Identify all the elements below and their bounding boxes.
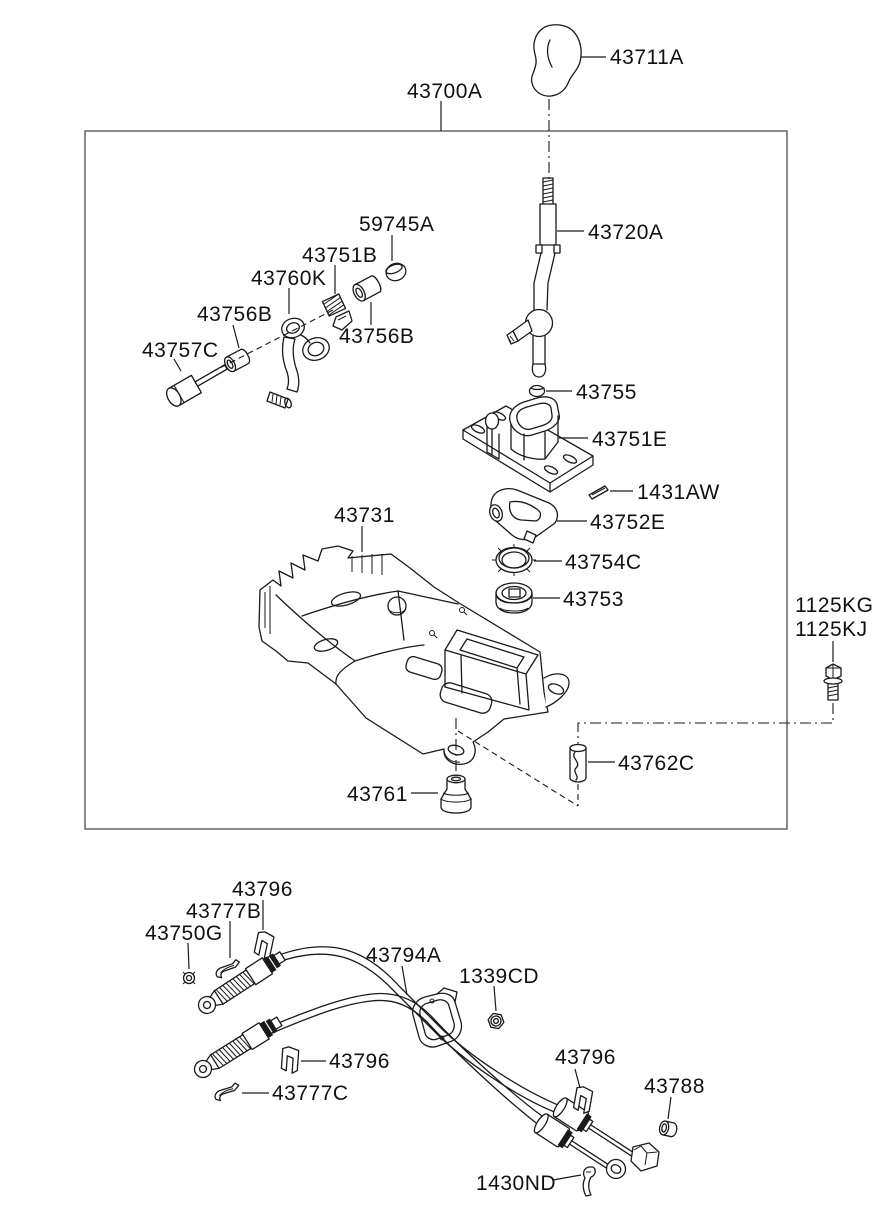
housing-drawing <box>462 396 594 493</box>
cable-assembly-drawing <box>270 946 564 1127</box>
part-label-cotter-clip: 1430ND <box>476 1172 556 1195</box>
grommet-drawing <box>411 774 472 814</box>
pin-c-drawing <box>214 1082 269 1102</box>
part-labels: 43711A 43700A 43720A 59745A 43751B 43760… <box>142 46 874 1195</box>
snap-ring-drawing <box>492 544 562 576</box>
part-label-bolt-line2: 1125KJ <box>795 618 868 641</box>
part-label-grommet: 43761 <box>347 783 408 806</box>
select-lever-drawing <box>266 288 330 409</box>
part-label-spring-pin: 1431AW <box>637 481 720 504</box>
part-label-ball-bushing: 43753 <box>563 588 624 611</box>
nut-drawing <box>487 985 505 1030</box>
part-label-guide-bracket: 43752E <box>590 511 665 534</box>
rod-clip-drawing <box>455 718 615 807</box>
cable-clip-right-drawing <box>572 1068 594 1114</box>
part-label-nut: 1339CD <box>459 965 539 988</box>
part-label-spring-clip: 43751B <box>302 244 377 267</box>
damper-cap-drawing <box>385 235 407 282</box>
part-label-retainer: 43750G <box>145 922 223 945</box>
guide-bracket-drawing <box>489 488 587 544</box>
part-label-support-bracket: 43731 <box>334 504 395 527</box>
retainer-ring-drawing <box>182 942 196 985</box>
pin-b-drawing <box>215 921 241 979</box>
shift-lever-drawing <box>506 177 584 378</box>
part-label-snap-ring: 43754C <box>565 551 642 574</box>
bushing-left-drawing <box>223 324 251 373</box>
bolt-drawing <box>577 641 843 744</box>
part-label-damper-cap: 59745A <box>359 213 434 236</box>
part-label-bushing-right: 43756B <box>339 325 414 348</box>
cotter-clip-drawing <box>552 1166 596 1197</box>
spring-clip-drawing <box>321 265 353 331</box>
part-label-lever: 43720A <box>588 221 663 244</box>
part-label-clip-right: 43796 <box>555 1046 616 1069</box>
part-label-housing: 43751E <box>592 428 667 451</box>
part-label-clip-mid: 43796 <box>329 1050 390 1073</box>
part-label-cable-assembly: 43794A <box>366 944 441 967</box>
shift-knob-drawing <box>530 24 606 180</box>
cable-adjuster-bottom-drawing <box>193 1016 283 1079</box>
pin-rod-drawing <box>166 308 336 407</box>
bushing-right-drawing <box>352 275 382 325</box>
support-bracket-drawing <box>258 526 570 765</box>
assembly-frame <box>84 101 788 830</box>
part-label-knob: 43711A <box>610 46 684 69</box>
part-label-bushing-left: 43756B <box>197 303 272 326</box>
end-cap-drawing <box>658 1096 678 1138</box>
cable-adjuster-top-drawing <box>197 951 286 1015</box>
part-label-assembly: 43700A <box>407 80 482 103</box>
part-label-pin-b: 43777B <box>186 900 261 923</box>
stopper-drawing <box>528 384 572 398</box>
part-label-select-lever: 43760K <box>251 267 326 290</box>
cable-clip-top-drawing <box>253 900 275 959</box>
part-label-pin-c: 43777C <box>272 1082 349 1105</box>
part-label-rod-clip: 43762C <box>618 752 695 775</box>
spring-pin-drawing <box>588 485 633 500</box>
part-label-end-cap: 43788 <box>644 1075 705 1098</box>
cable-end-upper-drawing <box>552 1097 660 1172</box>
ball-bushing-drawing <box>495 582 560 614</box>
part-label-clip-top: 43796 <box>232 878 293 901</box>
cable-end-lower-drawing <box>533 1113 627 1180</box>
part-label-stopper: 43755 <box>576 381 637 404</box>
cable-clip-mid-drawing <box>280 1046 326 1074</box>
part-label-pin-rod: 43757C <box>142 339 219 362</box>
cable-grommet-plate-drawing <box>411 987 463 1048</box>
part-label-bolt-line1: 1125KG <box>795 594 874 617</box>
